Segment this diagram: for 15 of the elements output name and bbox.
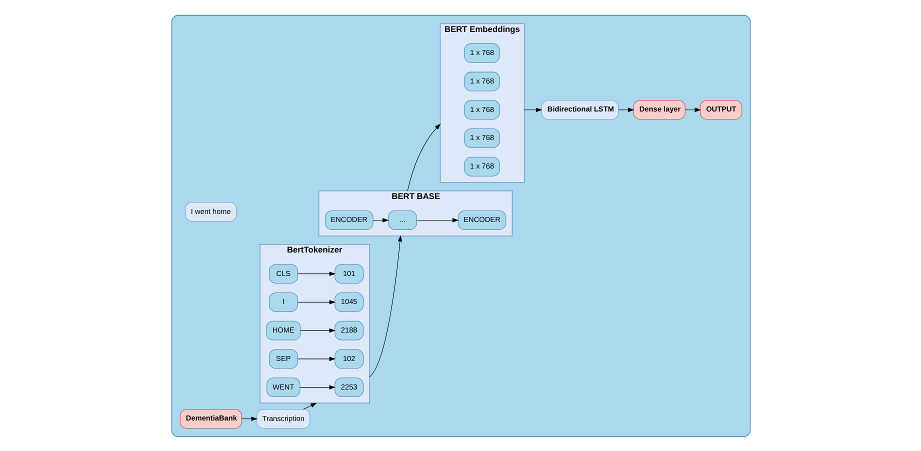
arrow [368, 234, 402, 377]
arrow [406, 123, 440, 191]
arrow [299, 384, 336, 390]
arrow [416, 218, 458, 222]
arrow [300, 328, 336, 332]
arrow [684, 107, 701, 112]
arrow [296, 271, 336, 276]
arrow [302, 402, 316, 410]
arrow [372, 218, 388, 222]
arrow [296, 356, 336, 361]
arrow [296, 299, 336, 304]
arrow [240, 416, 258, 421]
arrow [618, 107, 634, 112]
cluster [170, 14, 750, 437]
arrow [524, 107, 542, 112]
